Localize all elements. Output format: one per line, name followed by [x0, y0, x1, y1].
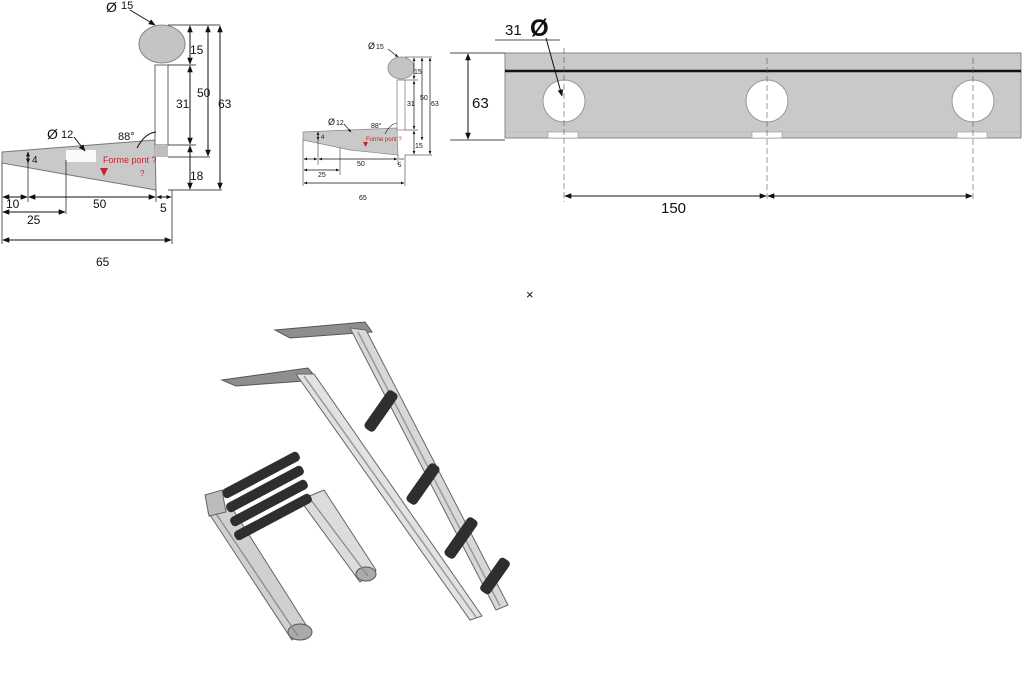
left-dim-5-label: 5 — [160, 201, 167, 215]
left-q-label: ? — [140, 169, 145, 178]
left-dim-50h-label: 50 — [93, 197, 107, 211]
ladder-illustration — [204, 321, 510, 641]
folded-step-4 — [234, 493, 312, 541]
left-dim-25-label: 25 — [27, 213, 41, 227]
mid-dim-31-label: 31 — [407, 101, 415, 108]
left-profile-drawing: 88° Ø 15 Ø 12 Forme pont ? ? 15 31 50 63… — [1, 0, 232, 269]
left-dim-65-label: 65 — [96, 255, 110, 269]
mid-dim-5-label: 5 — [398, 163, 402, 169]
left-angle-arc — [136, 131, 157, 149]
mid-dia-top-label: 15 — [376, 44, 384, 51]
left-dim-4-label: 4 — [32, 155, 38, 166]
mid-dim-65-label: 65 — [359, 195, 367, 202]
left-dia-small-leader — [73, 136, 86, 152]
mid-dia-small-label: 12 — [336, 120, 344, 127]
plate-dia-leader — [545, 37, 564, 97]
left-dim-50-label: 50 — [197, 86, 211, 100]
folded-step-1 — [222, 451, 300, 499]
ladder-step-4 — [480, 557, 510, 595]
mid-dim-25-label: 25 — [318, 172, 326, 179]
left-hole — [66, 150, 96, 162]
left-dia-top-symbol: Ø — [106, 0, 117, 15]
mid-dia-small-symbol: Ø — [328, 117, 335, 127]
plate-dim-63-label: 63 — [472, 95, 489, 112]
mid-dim-50h-label: 50 — [357, 161, 365, 168]
left-dim-31-label: 31 — [176, 97, 190, 111]
left-top-ball — [138, 24, 186, 64]
left-dia-small-label: 12 — [61, 129, 73, 141]
mid-dim-15-label: 15 — [414, 69, 422, 76]
mid-dia-top-symbol: Ø — [368, 41, 375, 51]
plate-dim-150-label: 150 — [661, 200, 686, 217]
left-dim-10-label: 10 — [6, 197, 20, 211]
mid-profile-shape — [302, 127, 399, 156]
plate-dia-label: 31 — [505, 22, 522, 39]
plate-dia-symbol: Ø — [530, 15, 549, 42]
ladder-step-2 — [406, 463, 440, 505]
left-dia-top-label: 15 — [121, 0, 133, 12]
mid-dim-18-label: 15 — [415, 143, 423, 150]
left-profile-shape — [1, 139, 157, 191]
mid-forme-label: Forme pont ? — [366, 137, 402, 143]
left-forme-label: Forme pont ? — [103, 155, 157, 165]
left-dim-18-label: 18 — [190, 169, 204, 183]
mid-dim-4-label: 4 — [321, 135, 325, 141]
folded-step-2 — [226, 465, 304, 513]
cross-marker: × — [526, 287, 534, 302]
right-plate-drawing: 31 Ø 63 150 — [450, 15, 1022, 217]
ladder-step-3 — [444, 517, 478, 559]
mid-stem — [396, 79, 406, 131]
left-dim-63-label: 63 — [218, 97, 232, 111]
left-dia-small-symbol: Ø — [47, 126, 58, 142]
left-dia-top-leader — [129, 9, 156, 26]
mid-dim-50-label: 50 — [420, 95, 428, 102]
folded-step-3 — [230, 479, 308, 527]
ladder-top-bracket-back — [273, 321, 373, 339]
left-stem-base — [155, 145, 168, 157]
mid-top-ball — [387, 56, 415, 80]
ladder-rail-left — [295, 373, 483, 621]
left-stem — [154, 64, 169, 146]
mid-angle-label: 88° — [371, 122, 382, 130]
ladder-step-1 — [364, 390, 398, 432]
left-red-arrow — [100, 168, 108, 176]
left-angle-label: 88° — [118, 131, 135, 143]
middle-profile-drawing: Ø 15 Ø 12 88° Forme pont ? 15 31 50 63 1… — [302, 41, 439, 202]
left-dim-15-label: 15 — [190, 43, 204, 57]
mid-dim-63-label: 63 — [431, 101, 439, 108]
